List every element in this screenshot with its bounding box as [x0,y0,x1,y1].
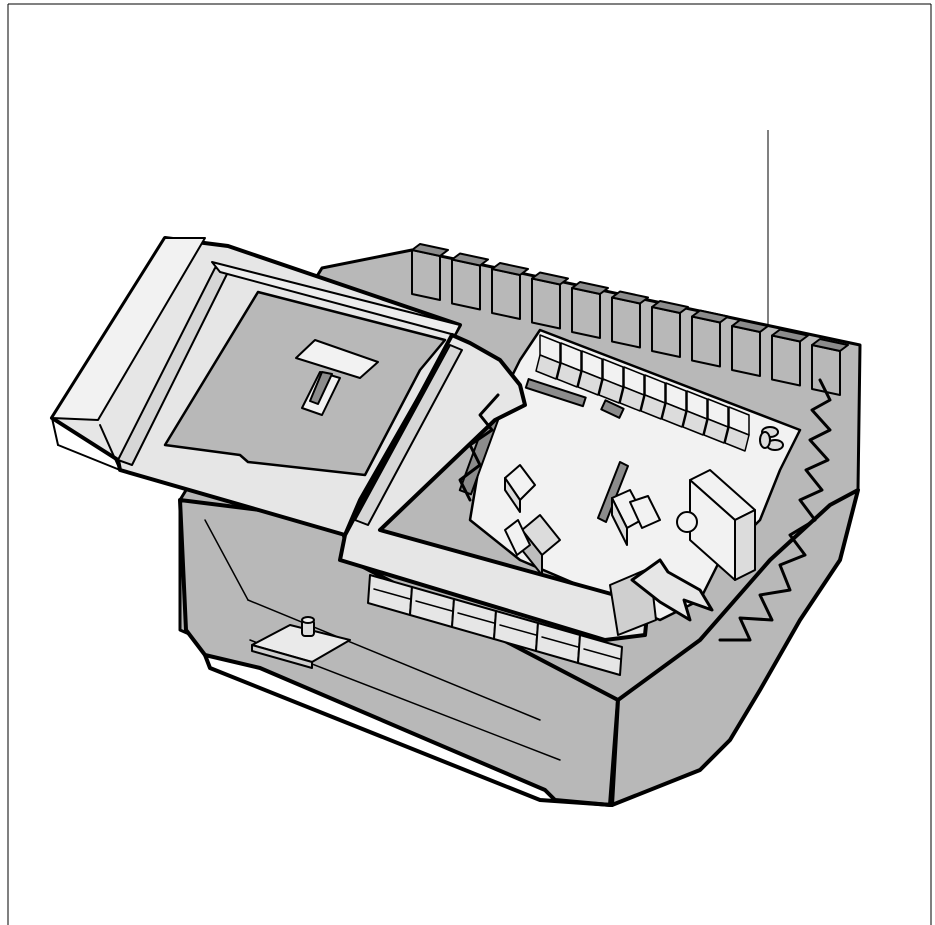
front-terminal-strip [367,574,623,676]
terminal [724,406,750,452]
heatsink-fin [411,243,449,301]
heatsink-fin [731,319,769,377]
relay-b [504,514,561,576]
cutaway-edge-left [458,393,500,502]
terminal-block [535,334,750,452]
terminal [640,374,666,420]
insert-frame [338,333,657,642]
terminal [577,350,603,396]
cover-lid [50,236,462,537]
transformer [676,469,756,581]
component-a [504,464,536,513]
heatsink-fin [691,309,729,368]
page-frame [7,3,932,925]
terminal [535,334,561,380]
heatsink-fin [771,328,809,387]
mounting-foot [251,616,351,669]
insert-arrow [630,558,714,622]
front-terminal [577,634,623,676]
heatsink-fin [611,290,649,349]
heatsink-fin [811,338,849,396]
cover-bracket [295,339,379,416]
terminal [703,398,729,444]
terminal [619,366,645,412]
terminal [682,390,708,436]
relay-a [611,489,661,546]
terminal [556,342,582,388]
cutaway-edge-right [718,378,832,642]
heatsink-fin [451,252,489,311]
heatsink-fin [571,281,609,339]
heatsink-fin [491,262,529,320]
terminal [661,382,687,428]
capacitors [759,426,784,451]
heatsink-fins [411,243,849,396]
heatsink-fin [651,300,689,358]
terminal [598,358,624,404]
front-terminal [535,622,581,664]
heatsink-fin [531,271,569,330]
